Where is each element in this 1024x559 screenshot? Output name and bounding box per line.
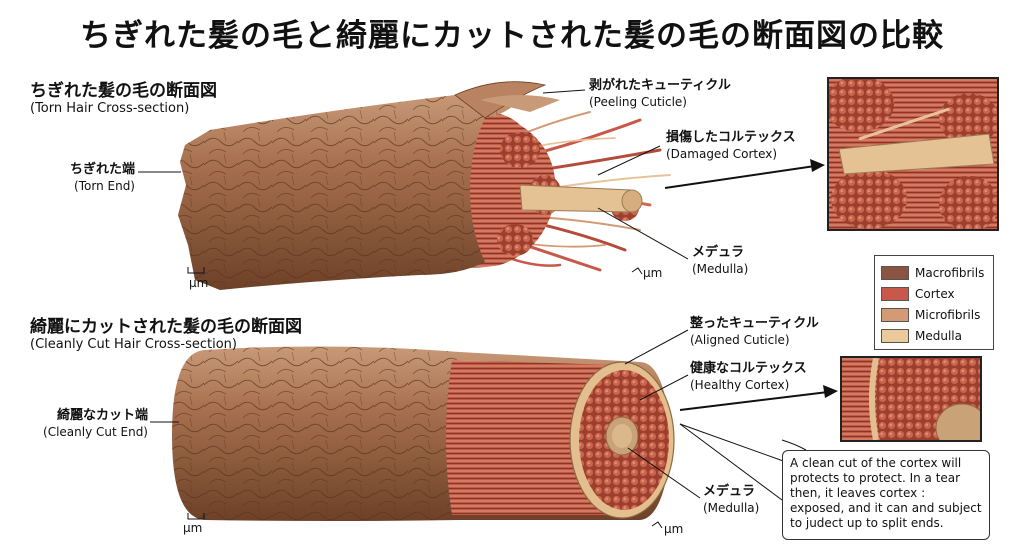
torn-medulla-en: (Medulla) <box>692 262 749 276</box>
page-title: ちぎれた髪の毛と綺麗にカットされた髪の毛の断面図の比較 <box>80 18 944 54</box>
legend-swatch <box>881 265 909 280</box>
clean-heading-en: (Cleanly Cut Hair Cross-section) <box>30 337 237 352</box>
clean-end-jp: 綺麗なカット端 <box>56 408 148 423</box>
torn-end-en: (Torn End) <box>74 179 135 193</box>
clean-heading-jp: 綺麗にカットされた髪の毛の断面図 <box>30 317 302 337</box>
legend-label: Cortex <box>915 286 955 301</box>
clean-inset-art <box>842 358 980 440</box>
torn-inset-art <box>829 79 997 229</box>
legend-label: Medulla <box>915 328 962 343</box>
torn-cortex-jp: 損傷したコルテックス <box>666 130 796 145</box>
torn-scale-right: μm <box>643 266 663 280</box>
torn-cortex-label: 損傷したコルテックス (Damaged Cortex) <box>666 130 796 162</box>
torn-medulla-label: メデュラ (Medulla) <box>692 245 748 277</box>
clean-medulla-jp: メデュラ <box>703 484 756 499</box>
legend-swatch <box>881 328 909 343</box>
legend-swatch <box>881 307 909 322</box>
torn-scale-left: μm <box>189 276 209 290</box>
torn-cuticle-en: (Peeling Cuticle) <box>589 95 687 109</box>
explanation-note: A clean cut of the cortex will protects … <box>782 450 990 540</box>
torn-hair-shaft <box>178 81 671 290</box>
clean-heading: 綺麗にカットされた髪の毛の断面図 (Cleanly Cut Hair Cross… <box>30 312 302 352</box>
torn-end-jp: ちぎれた端 <box>69 162 135 177</box>
legend: Macrofibrils Cortex Microfibrils Medulla <box>874 255 994 350</box>
scale-bars <box>187 267 663 529</box>
clean-scale-left: μm <box>183 521 203 535</box>
legend-swatch <box>881 286 909 301</box>
torn-heading-jp: ちぎれた髪の毛の断面図 <box>30 81 217 101</box>
clean-medulla-label: メデュラ (Medulla) <box>703 484 759 516</box>
legend-item-medulla: Medulla <box>881 325 993 346</box>
clean-cuticle-label: 整ったキューティクル (Aligned Cuticle) <box>690 316 819 348</box>
clean-cortex-en: (Healthy Cortex) <box>690 378 790 392</box>
clean-hair-shaft <box>172 346 675 521</box>
torn-medulla-jp: メデュラ <box>692 245 745 260</box>
legend-label: Microfibrils <box>915 307 981 322</box>
clean-cuticle-en: (Aligned Cuticle) <box>690 333 790 347</box>
clean-cuticle-jp: 整ったキューティクル <box>690 316 819 331</box>
torn-cuticle-label: 剥がれたキューティクル (Peeling Cuticle) <box>589 78 731 110</box>
legend-item-cortex: Cortex <box>881 283 993 304</box>
clean-inset-zoom <box>840 356 982 442</box>
legend-item-macrofibrils: Macrofibrils <box>881 262 993 283</box>
leader-lines <box>138 89 807 501</box>
torn-cuticle-jp: 剥がれたキューティクル <box>589 78 731 93</box>
torn-heading: ちぎれた髪の毛の断面図 (Torn Hair Cross-section) <box>30 76 217 116</box>
clean-end-label: 綺麗なカット端 (Cleanly Cut End) <box>20 408 148 440</box>
torn-inset-zoom <box>827 77 999 231</box>
legend-label: Macrofibrils <box>915 265 985 280</box>
torn-cortex-en: (Damaged Cortex) <box>666 147 778 161</box>
clean-cortex-label: 健康なコルテックス (Healthy Cortex) <box>690 361 807 393</box>
clean-cortex-jp: 健康なコルテックス <box>690 361 807 376</box>
torn-heading-en: (Torn Hair Cross-section) <box>30 101 190 116</box>
clean-medulla-en: (Medulla) <box>703 501 760 515</box>
clean-scale-right: μm <box>664 522 684 536</box>
inset-arrows <box>664 159 838 411</box>
legend-item-microfibrils: Microfibrils <box>881 304 993 325</box>
clean-end-en: (Cleanly Cut End) <box>43 425 148 439</box>
torn-end-label: ちぎれた端 (Torn End) <box>30 162 135 194</box>
